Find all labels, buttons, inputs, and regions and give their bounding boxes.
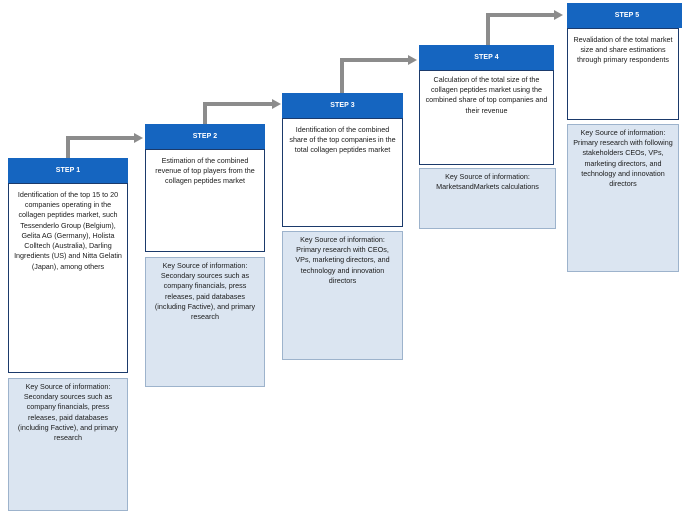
step-2-description: Estimation of the combined revenue of to… [145, 149, 265, 252]
step-1-source-text: Secondary sources such as company financ… [17, 392, 119, 443]
step-2-source-title: Key Source of information: [162, 261, 248, 270]
step-2-source-text: Secondary sources such as company financ… [154, 271, 256, 322]
step-1-source-box: Key Source of information: Secondary sou… [8, 378, 128, 511]
step-5-description-text: Revalidation of the total market size an… [573, 35, 673, 65]
step-3-source-box: Key Source of information: Primary resea… [282, 231, 403, 360]
step-5-source-box: Key Source of information: Primary resea… [567, 124, 679, 272]
step-3-description-text: Identification of the combined share of … [289, 125, 396, 155]
step-5-source-title: Key Source of information: [580, 128, 666, 137]
step-3-header: STEP 3 [282, 93, 403, 118]
step-2-description-text: Estimation of the combined revenue of to… [155, 156, 255, 186]
step-1-description: Identification of the top 15 to 20 compa… [8, 183, 128, 373]
step-1-label: STEP 1 [55, 167, 81, 174]
step-4-label: STEP 4 [474, 54, 499, 61]
step-3-source-text: Primary research with CEOs, VPs, marketi… [295, 245, 390, 285]
step-4-header: STEP 4 [419, 45, 554, 70]
step-5-description: Revalidation of the total market size an… [567, 28, 679, 120]
step-2-source-box: Key Source of information: Secondary sou… [145, 257, 265, 387]
arrow-step1-to-step2 [66, 133, 143, 158]
arrow-step4-to-step5 [486, 10, 563, 45]
step-2-header: STEP 2 [145, 124, 265, 149]
step-5-label: STEP 5 [614, 12, 640, 19]
step-1-description-text: Identification of the top 15 to 20 compa… [14, 190, 122, 271]
step-5-header: STEP 5 [567, 3, 682, 28]
step-2-label: STEP 2 [192, 133, 218, 140]
step-4-source-text: MarketsandMarkets calculations [436, 182, 539, 192]
step-4-description-text: Calculation of the total size of the col… [425, 75, 548, 115]
step-4-source-box: Key Source of information: MarketsandMar… [419, 168, 556, 229]
step-5-source-text: Primary research with following stakehol… [573, 138, 673, 189]
step-3-description: Identification of the combined share of … [282, 118, 403, 227]
step-3-label: STEP 3 [330, 102, 355, 109]
arrow-step3-to-step4 [340, 55, 417, 93]
step-4-source-title: Key Source of information: [445, 172, 530, 181]
arrow-step2-to-step3 [203, 99, 281, 124]
step-1-header: STEP 1 [8, 158, 128, 183]
step-4-description: Calculation of the total size of the col… [419, 70, 554, 165]
step-1-source-title: Key Source of information: [25, 382, 111, 391]
step-3-source-title: Key Source of information: [300, 235, 385, 244]
